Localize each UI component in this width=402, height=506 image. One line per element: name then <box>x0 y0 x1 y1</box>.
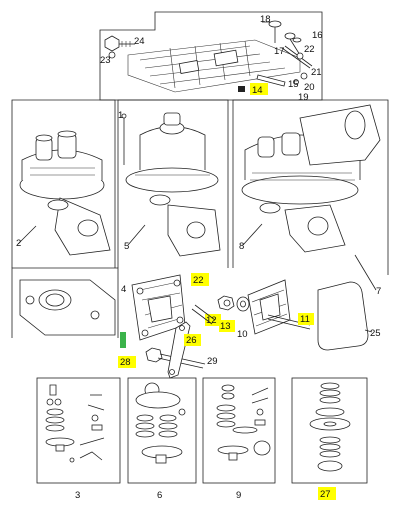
bolt-18 <box>262 20 282 43</box>
callout-13-highlight <box>219 320 235 332</box>
callout-24: 24 <box>134 36 145 47</box>
fuel-pump-8 <box>241 104 381 291</box>
callout-25: 25 <box>370 328 381 339</box>
clip-14 <box>238 86 245 92</box>
callout-3: 3 <box>75 490 80 501</box>
callout-22-top: 22 <box>304 44 315 55</box>
fuel-pump-2 <box>17 130 111 256</box>
cover-plate-25 <box>317 281 373 351</box>
callout-4: 4 <box>121 284 126 295</box>
callout-22: 22 <box>193 275 204 286</box>
spacer-block-4 <box>11 267 119 338</box>
callout-20: 20 <box>304 82 315 93</box>
mid-row: 4 22 12 13 <box>11 267 381 379</box>
strip-15 <box>256 74 286 87</box>
callout-8: 8 <box>239 241 244 252</box>
callout-12: 12 <box>206 315 217 326</box>
kits-row: 3 6 <box>36 377 368 501</box>
callout-22-highlight <box>191 273 209 286</box>
callout-2: 2 <box>16 238 21 249</box>
callout-19: 19 <box>298 92 309 103</box>
engine-block-sketch <box>127 39 301 93</box>
bolt-23-24 <box>104 35 135 59</box>
callout-28: 28 <box>120 357 131 368</box>
callout-10: 10 <box>237 329 248 340</box>
top-panel: 24 23 18 16 17 22 21 20 19 15 14 <box>99 11 323 103</box>
callout-9: 9 <box>236 490 241 501</box>
stud-21 <box>281 45 313 85</box>
callout-27-highlight <box>318 487 336 500</box>
link-plate-26 <box>167 321 191 379</box>
nut-washer-12-13 <box>217 295 250 312</box>
pump-row: 2 1 5 <box>11 99 389 297</box>
repair-kit-9 <box>202 377 276 484</box>
callout-28-highlight <box>118 356 136 368</box>
callout-23: 23 <box>100 55 111 66</box>
gasket-22 <box>131 274 186 341</box>
callout-29: 29 <box>207 356 218 367</box>
callout-26-highlight <box>184 334 201 346</box>
callout-21: 21 <box>311 67 322 78</box>
bolt-16 <box>284 32 302 56</box>
callout-6: 6 <box>157 490 162 501</box>
callout-5: 5 <box>124 241 129 252</box>
callout-16: 16 <box>312 30 323 41</box>
callout-11-highlight <box>298 313 314 325</box>
callout-26: 26 <box>186 335 197 346</box>
callout-15: 15 <box>288 79 299 90</box>
callout-14: 14 <box>252 85 263 96</box>
fuel-pump-5 <box>121 112 221 257</box>
repair-kit-3 <box>36 377 121 484</box>
callout-17: 17 <box>274 46 285 57</box>
callout-1: 1 <box>118 110 123 121</box>
gasket-10 <box>247 279 291 335</box>
callout-14-highlight <box>250 83 268 95</box>
callout-7: 7 <box>376 286 381 297</box>
callout-18: 18 <box>260 14 271 25</box>
callout-27: 27 <box>320 489 331 500</box>
callout-12-highlight <box>205 314 221 326</box>
repair-kit-27 <box>291 377 368 484</box>
callout-11: 11 <box>300 314 310 325</box>
callout-13: 13 <box>220 321 231 332</box>
marker-indicator <box>120 332 126 348</box>
repair-kit-6 <box>127 377 197 484</box>
stud-26 <box>191 304 216 325</box>
